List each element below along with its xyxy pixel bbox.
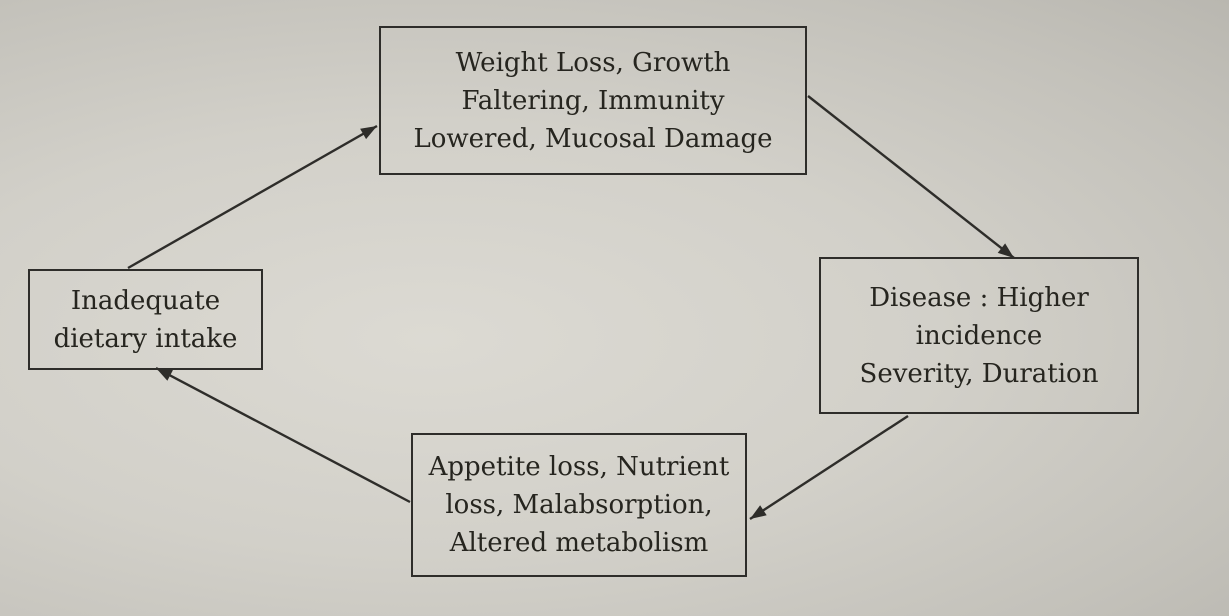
- arrow-weight-loss-to-disease: [807, 95, 1015, 259]
- weight-loss-box: Weight Loss, Growth Faltering, Immunity …: [379, 26, 807, 175]
- arrowhead-appetite-loss-to-inadequate-intake: [156, 368, 173, 381]
- disease-line-3: Severity, Duration: [859, 358, 1099, 389]
- arrowhead-disease-to-appetite-loss: [750, 505, 767, 519]
- arrowhead-weight-loss-to-disease: [997, 243, 1014, 258]
- inadequate-intake-line-1: Inadequate: [70, 285, 221, 316]
- disease-line-2: incidence: [915, 320, 1043, 351]
- appetite-loss-line-3: Altered metabolism: [449, 528, 709, 558]
- weight-loss-line-1: Weight Loss, Growth: [455, 47, 731, 78]
- weight-loss-line-3: Lowered, Mucosal Damage: [413, 123, 773, 154]
- appetite-loss-line-1: Appetite loss, Nutrient: [428, 452, 730, 482]
- arrow-disease-to-appetite-loss: [749, 414, 909, 521]
- inadequate-intake-box: Inadequate dietary intake: [28, 269, 263, 370]
- appetite-loss-line-2: loss, Malabsorption,: [445, 490, 713, 520]
- weight-loss-line-2: Faltering, Immunity: [461, 85, 725, 116]
- arrow-inadequate-intake-to-weight-loss: [127, 124, 378, 270]
- inadequate-intake-line-2: dietary intake: [53, 323, 238, 354]
- arrowhead-inadequate-intake-to-weight-loss: [360, 126, 377, 140]
- disease-line-1: Disease : Higher: [869, 282, 1089, 313]
- disease-box: Disease : Higher incidence Severity, Dur…: [819, 257, 1139, 414]
- appetite-loss-box: Appetite loss, Nutrient loss, Malabsorpt…: [411, 433, 747, 577]
- arrow-appetite-loss-to-inadequate-intake: [155, 366, 411, 504]
